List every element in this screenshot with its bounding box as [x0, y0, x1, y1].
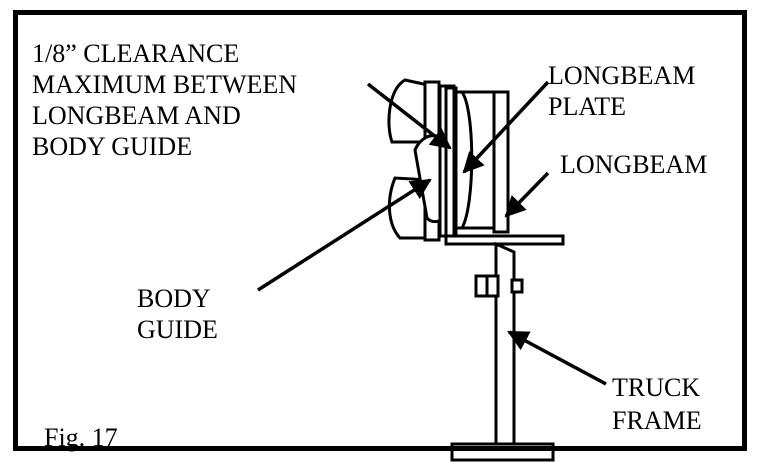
clearance-label-line-2: MAXIMUM BETWEEN — [32, 70, 298, 99]
figure-caption: Fig. 17 — [44, 423, 118, 452]
leader-arrows — [257, 80, 607, 386]
longbeam-plate-arrow — [462, 80, 550, 174]
body-guide-arrow — [257, 178, 432, 292]
clearance-arrow — [366, 82, 452, 150]
clearance-label-line-3: LONGBEAM AND — [32, 101, 241, 130]
truck-frame-arrow — [507, 330, 607, 386]
body-guide-label-line-1: BODY — [137, 284, 211, 313]
figure-frame — [13, 10, 747, 451]
truck-frame-section — [450, 241, 555, 462]
body-guide-bracket — [387, 78, 449, 242]
truck-frame-label-line-1: TRUCK — [612, 373, 701, 402]
truck-frame-label-line-2: FRAME — [612, 406, 702, 435]
bolt — [474, 274, 524, 298]
longbeam-plate-label-line-2: PLATE — [548, 92, 626, 121]
clearance-label-line-1: 1/8” CLEARANCE — [32, 39, 240, 68]
body-guide-label-line-2: GUIDE — [137, 315, 218, 344]
longbeam-plate-label-line-1: LONGBEAM — [548, 61, 696, 90]
longbeam-arrow — [504, 171, 550, 218]
longbeam-label: LONGBEAM — [560, 150, 708, 179]
longbeam-section — [444, 86, 565, 246]
clearance-label-line-4: BODY GUIDE — [32, 132, 193, 161]
